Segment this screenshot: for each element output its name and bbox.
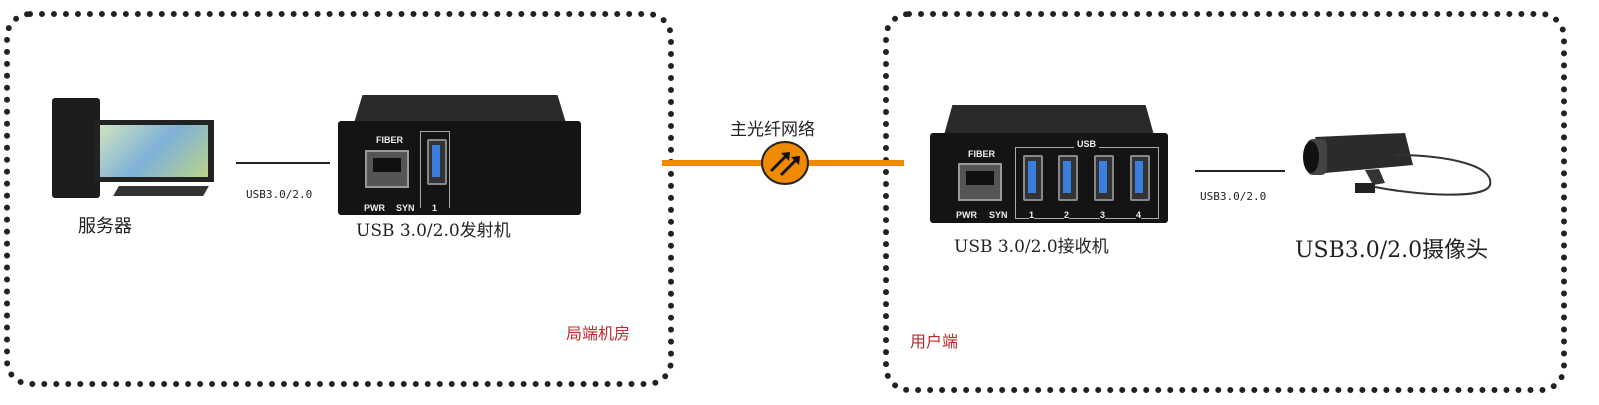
- sfp-port: [365, 150, 409, 188]
- fiber-network-icon: [761, 141, 809, 185]
- fiber-label: FIBER: [376, 135, 403, 145]
- port-number: 1: [432, 203, 438, 213]
- usb-port-1: [427, 139, 447, 185]
- port-number: 4: [1136, 210, 1142, 220]
- receiver-device: FIBER PWR SYN USB 1 2 3 4: [930, 105, 1168, 223]
- network-label: 主光纤网络: [730, 120, 815, 140]
- pwr-label: PWR: [364, 203, 385, 213]
- transmitter-label: USB 3.0/2.0发射机: [356, 221, 511, 241]
- user-site-label: 用户端: [910, 332, 959, 351]
- camera-usb-cable: [1195, 170, 1285, 172]
- usb-port-3: [1094, 155, 1114, 201]
- camera-cable-label: USB3.0/2.0: [1200, 190, 1267, 203]
- local-site-label: 局端机房: [566, 324, 631, 343]
- sfp-port: [958, 163, 1002, 201]
- usb-port-4: [1130, 155, 1150, 201]
- syn-label: SYN: [396, 203, 415, 213]
- camera-label: USB3.0/2.0摄像头: [1295, 238, 1489, 263]
- user-site-zone: [883, 11, 1567, 393]
- syn-label: SYN: [989, 210, 1008, 220]
- port-number: 1: [1029, 210, 1035, 220]
- server-cable-label: USB3.0/2.0: [246, 188, 313, 201]
- usb-group-label: USB: [1074, 139, 1100, 149]
- pwr-label: PWR: [956, 210, 977, 220]
- local-site-zone: [4, 11, 674, 387]
- receiver-label: USB 3.0/2.0接收机: [954, 237, 1109, 257]
- usb-port-1: [1023, 155, 1043, 201]
- camera-icon: [1303, 133, 1492, 196]
- server-icon: [46, 98, 214, 203]
- server-label: 服务器: [78, 216, 132, 237]
- usb-port-2: [1058, 155, 1078, 201]
- fiber-label: FIBER: [968, 149, 995, 159]
- server-usb-cable: [236, 162, 330, 164]
- port-number: 3: [1100, 210, 1106, 220]
- port-number: 2: [1064, 210, 1070, 220]
- transmitter-device: FIBER PWR SYN 1: [338, 95, 581, 215]
